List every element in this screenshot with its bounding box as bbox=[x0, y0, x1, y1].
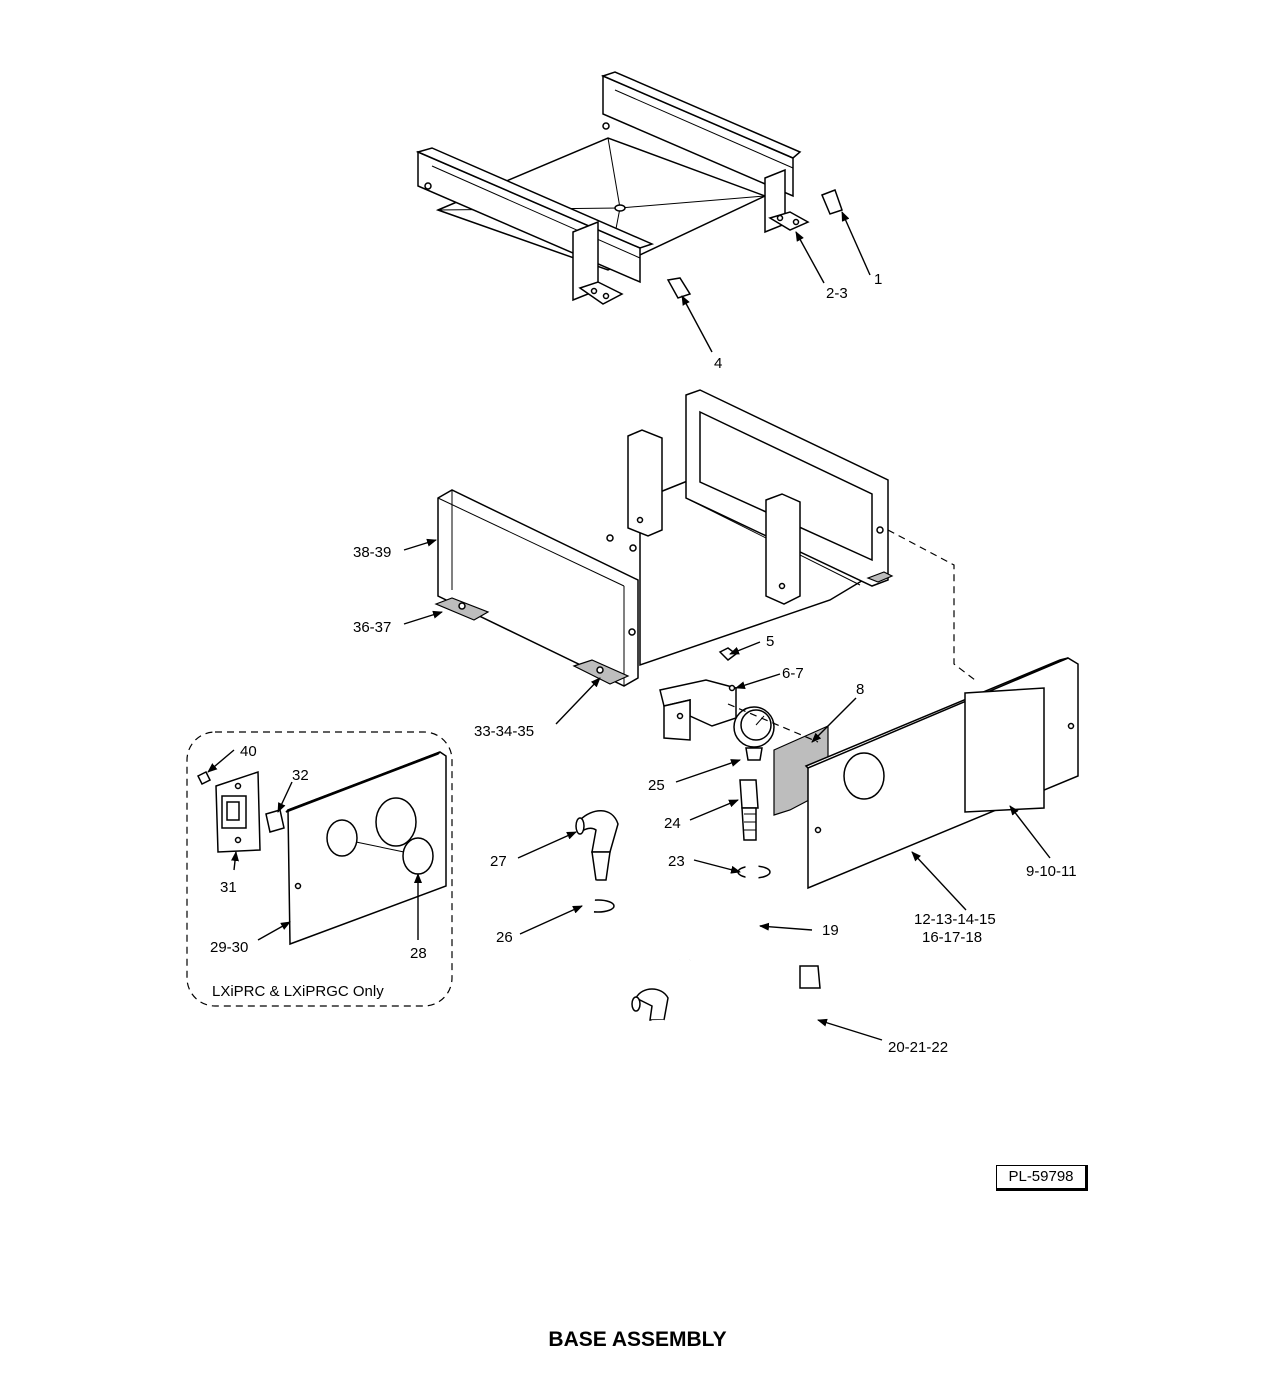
callout-38-39: 38-39 bbox=[353, 544, 391, 561]
option-panel-frame bbox=[186, 731, 453, 1007]
callout-1: 1 bbox=[874, 271, 882, 288]
callout-labels: 1 2-3 4 38-39 36-37 33-34-35 5 6-7 8 25 … bbox=[210, 271, 1077, 1056]
option-note: LXiPRC & LXiPRGC Only bbox=[212, 983, 384, 1000]
right-panel bbox=[773, 657, 1079, 890]
callout-24: 24 bbox=[664, 815, 681, 832]
callout-2-3: 2-3 bbox=[826, 285, 848, 302]
callout-36-37: 36-37 bbox=[353, 619, 391, 636]
gauge-and-bracket bbox=[659, 647, 775, 761]
leader-lines bbox=[207, 211, 1051, 1041]
callout-33-34-35: 33-34-35 bbox=[474, 723, 534, 740]
drawing-reference-number: PL-59798 bbox=[996, 1165, 1088, 1191]
callout-6-7: 6-7 bbox=[782, 665, 804, 682]
hose-assembly bbox=[575, 779, 821, 1141]
callout-20-21-22: 20-21-22 bbox=[888, 1039, 948, 1056]
callout-23: 23 bbox=[668, 853, 685, 870]
callout-40: 40 bbox=[240, 743, 257, 760]
callout-31: 31 bbox=[220, 879, 237, 896]
top-frame-part bbox=[415, 71, 843, 305]
callout-28: 28 bbox=[410, 945, 427, 962]
main-base-part bbox=[434, 389, 894, 687]
callout-26: 26 bbox=[496, 929, 513, 946]
callout-25: 25 bbox=[648, 777, 665, 794]
diagram-title: BASE ASSEMBLY bbox=[548, 1328, 727, 1351]
callout-4: 4 bbox=[714, 355, 722, 372]
callout-27: 27 bbox=[490, 853, 507, 870]
callout-32: 32 bbox=[292, 767, 309, 784]
callout-16-17-18: 16-17-18 bbox=[922, 929, 982, 946]
callout-5: 5 bbox=[766, 633, 774, 650]
callout-12-13-14-15: 12-13-14-15 bbox=[914, 911, 996, 928]
callout-29-30: 29-30 bbox=[210, 939, 248, 956]
callout-8: 8 bbox=[856, 681, 864, 698]
callout-19: 19 bbox=[822, 922, 839, 939]
callout-9-10-11: 9-10-11 bbox=[1026, 863, 1077, 880]
option-panel bbox=[196, 751, 447, 946]
